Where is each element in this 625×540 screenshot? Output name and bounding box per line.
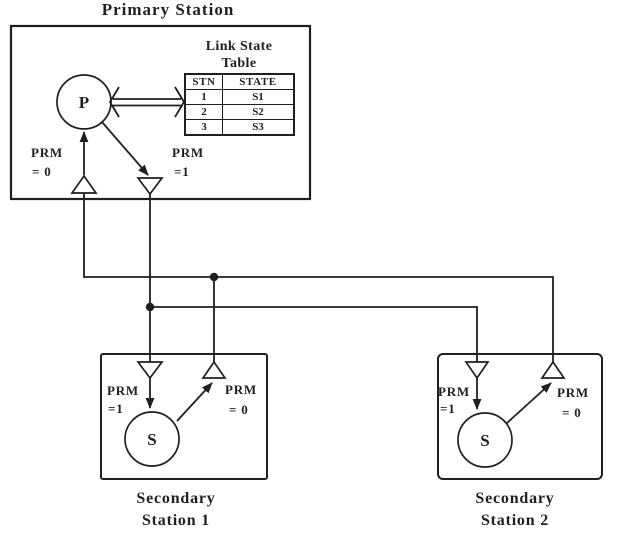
secondary-station-1-caption-line2: Station 1 <box>141 512 211 529</box>
secondary-1-node-label: S <box>147 429 157 449</box>
primary-station-title: Primary Station <box>101 0 235 19</box>
secondary-2-transmit-antenna <box>540 360 566 379</box>
primary-node-label: P <box>78 92 90 112</box>
table-cell-stn: 3 <box>184 119 223 136</box>
double-arrow <box>108 86 186 118</box>
secondary-1-node-circle <box>124 411 180 467</box>
secondary-1-transmit-prm-value: = 0 <box>229 402 249 417</box>
secondary-station-2-caption-line1: Secondary <box>475 490 555 507</box>
secondary-1-receive-prm-value: =1 <box>108 401 124 416</box>
secondary-2-transmit-arrow <box>506 382 552 424</box>
link-state-table-title: Link State Table <box>184 38 294 72</box>
secondary-2-transmit-prm-value: = 0 <box>562 405 582 420</box>
link-state-table-header-state: STATE <box>222 73 295 90</box>
secondary-station-2-caption-line2: Station 2 <box>480 512 550 529</box>
secondary-1-transmit-antenna <box>201 360 227 379</box>
primary-transmit-antenna <box>136 177 164 196</box>
primary-transmit-arrow <box>101 121 149 176</box>
double-arrow-left-head <box>108 86 120 118</box>
table-row: 2 S2 <box>184 104 295 120</box>
secondary-station-1-box <box>100 353 268 480</box>
secondary-2-receive-antenna <box>464 361 490 380</box>
primary-transmit-prm-value: =1 <box>174 164 190 179</box>
response-wire <box>83 193 554 362</box>
response-wire-junction-dot <box>209 272 219 282</box>
secondary-2-node-circle <box>457 412 513 468</box>
secondary-2-receive-prm-label: PRM <box>438 384 470 399</box>
primary-receive-prm-value: = 0 <box>32 164 52 179</box>
secondary-1-transmit-arrow <box>176 382 213 422</box>
secondary-station-2-box <box>437 353 603 480</box>
link-state-table: STN STATE 1 S1 2 S2 3 S3 <box>184 73 295 136</box>
secondary-2-transmit-prm-label: PRM <box>557 385 589 400</box>
secondary-station-2-caption: Secondary Station 2 <box>453 488 577 532</box>
table-row: 1 S1 <box>184 89 295 105</box>
primary-station-box <box>9 24 312 201</box>
table-cell-state: S2 <box>222 104 295 120</box>
table-cell-stn: 2 <box>184 104 223 120</box>
table-cell-stn: 1 <box>184 89 223 105</box>
table-row: 3 S3 <box>184 119 295 136</box>
secondary-1-receive-prm-label: PRM <box>107 383 139 398</box>
primary-receive-prm-label: PRM <box>31 145 63 160</box>
primary-transmit-prm-label: PRM <box>172 145 204 160</box>
secondary-1-receive-antenna <box>136 361 164 380</box>
table-cell-state: S3 <box>222 119 295 136</box>
command-wire-junction-dot <box>145 302 155 312</box>
secondary-2-node-label: S <box>480 430 490 450</box>
command-wire <box>149 194 478 362</box>
link-state-table-title-line2: Table <box>221 56 257 71</box>
primary-receive-antenna <box>70 174 98 194</box>
secondary-station-1-caption: Secondary Station 1 <box>114 488 238 532</box>
secondary-1-transmit-prm-label: PRM <box>225 382 257 397</box>
secondary-station-1-caption-line1: Secondary <box>136 490 216 507</box>
link-state-table-header-row: STN STATE <box>184 73 295 90</box>
secondary-2-receive-prm-value: =1 <box>440 401 456 416</box>
table-cell-state: S1 <box>222 89 295 105</box>
link-state-table-header-stn: STN <box>184 73 223 90</box>
link-state-table-title-line1: Link State <box>205 39 273 54</box>
